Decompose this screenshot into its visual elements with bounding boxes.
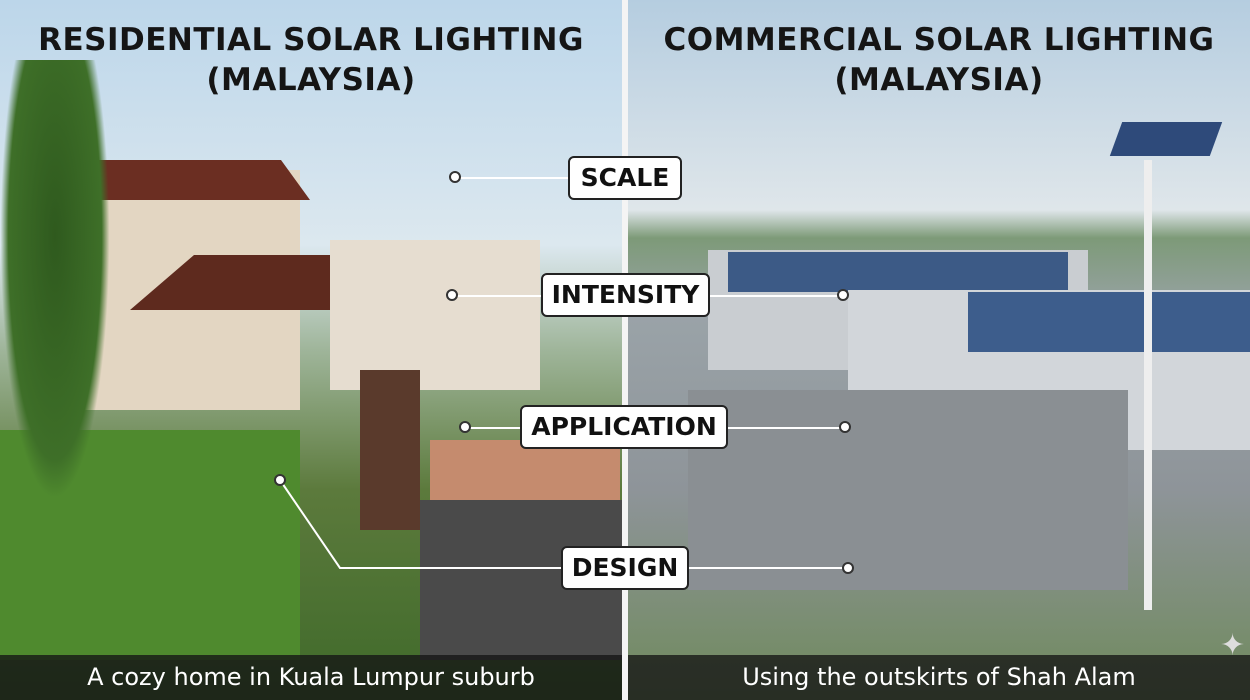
commercial-title: COMMERCIAL SOLAR LIGHTING(MALAYSIA): [663, 22, 1215, 98]
solar-roof-1: [728, 252, 1068, 292]
intensity-dot-left: [446, 289, 458, 301]
scale-connector: [455, 177, 568, 179]
solar-street-light: [1144, 160, 1152, 610]
label-scale: SCALE: [568, 156, 682, 200]
gate: [360, 370, 420, 530]
divider: [622, 0, 628, 700]
residential-caption: A cozy home in Kuala Lumpur suburb: [0, 655, 622, 700]
application-dot-left: [459, 421, 471, 433]
label-application: APPLICATION: [520, 405, 728, 449]
application-dot-right: [839, 421, 851, 433]
design-dot-right: [842, 562, 854, 574]
neighbour-house: [330, 240, 540, 390]
commercial-photo: ✦: [628, 0, 1250, 700]
parking-lot: [688, 390, 1128, 590]
residential-title: RESIDENTIAL SOLAR LIGHTING(MALAYSIA): [38, 22, 584, 98]
intensity-dot-right: [837, 289, 849, 301]
solar-roof-2: [968, 292, 1250, 352]
label-intensity: INTENSITY: [541, 273, 710, 317]
scale-dot: [449, 171, 461, 183]
design-dot-left: [274, 474, 286, 486]
commercial-caption: Using the outskirts of Shah Alam: [628, 655, 1250, 700]
residential-photo: [0, 0, 622, 700]
palm-trees: [0, 60, 110, 500]
label-design: DESIGN: [561, 546, 689, 590]
